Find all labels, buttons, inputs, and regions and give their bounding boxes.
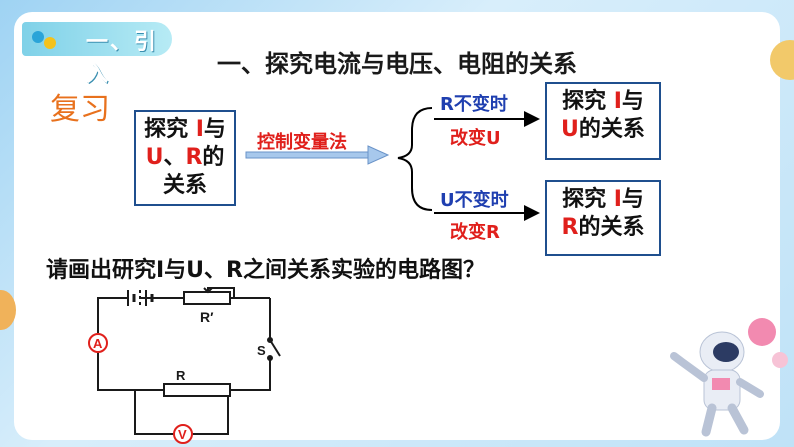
astronaut-illustration (670, 318, 788, 437)
top-result-box: 探究 I与 U的关系 (545, 82, 661, 160)
left-concept-box: 探究 I与 U、R的 关系 (134, 110, 236, 206)
section-label: 一、引入 (86, 29, 159, 87)
bottom-condition-a: U不变时 (440, 190, 509, 211)
logo-dot-yellow (44, 37, 56, 49)
left-box-line3: 关系 (162, 173, 207, 198)
resistor-label: R (176, 368, 186, 383)
ammeter-icon (88, 333, 108, 353)
bottom-result-box: 探究 I与 R的关系 (545, 180, 661, 256)
method-label: 控制变量法 (257, 132, 347, 153)
ammeter-label: A (93, 336, 103, 351)
planet-decoration-left (0, 290, 16, 330)
rheostat-icon (183, 291, 231, 305)
left-box-line2: U、R的 (145, 145, 225, 170)
rheostat-wiper-arrow (203, 287, 213, 294)
top-condition-b: 改变U (450, 128, 501, 149)
switch-icon (267, 337, 281, 361)
page-title: 一、探究电流与电压、电阻的关系 (217, 50, 577, 78)
left-box-line1: 探究 I与 (144, 117, 226, 142)
question-text: 请画出研究I与U、R之间关系实验的电路图？ (46, 258, 485, 283)
switch-label: S (257, 343, 266, 358)
voltmeter-label: V (178, 427, 187, 442)
rheostat-label: R′ (200, 309, 214, 325)
review-label: 复习 (50, 92, 110, 127)
section-tag: 一、引入 (22, 22, 172, 87)
voltmeter-wire (134, 390, 174, 435)
circuit-wire-top (97, 297, 128, 333)
battery-icon (127, 290, 154, 306)
logo-dot-blue (32, 31, 44, 43)
resistor-icon (163, 383, 231, 397)
top-condition-a: R不变时 (440, 94, 508, 115)
bottom-condition-b: 改变R (450, 222, 500, 243)
voltmeter-icon (173, 424, 193, 444)
